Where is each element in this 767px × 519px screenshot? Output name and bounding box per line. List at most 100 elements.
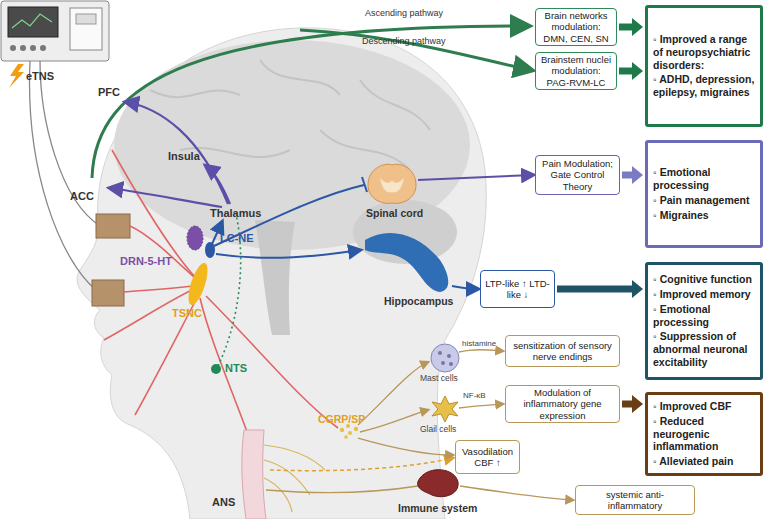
flow-arrow bbox=[619, 62, 643, 80]
flow-arrow bbox=[557, 280, 643, 298]
locus-coeruleus-projection bbox=[216, 250, 360, 258]
trigeminal-nerve bbox=[206, 296, 338, 428]
locus-coeruleus-projection bbox=[362, 177, 367, 192]
brain-shape bbox=[114, 40, 470, 335]
mechanism-box: sensitization of sensory nerve endings bbox=[505, 335, 620, 367]
ascending-pathway bbox=[92, 26, 528, 178]
nucleus-label: TSNC bbox=[172, 307, 202, 319]
hippocampus-shape bbox=[365, 233, 478, 292]
etns-device bbox=[10, 45, 16, 51]
flow-arrow bbox=[622, 395, 643, 413]
arrow-shaft bbox=[622, 401, 633, 408]
etns-device bbox=[20, 45, 26, 51]
cgrp-release bbox=[358, 362, 428, 425]
flow-arrow bbox=[619, 18, 643, 36]
region-label: Thalamus bbox=[210, 207, 261, 219]
brain-shape bbox=[150, 60, 430, 170]
spinal-column-ans bbox=[270, 458, 453, 471]
region-label: Hippocampus bbox=[384, 296, 453, 308]
mast-cell bbox=[431, 344, 503, 372]
bullet-item: ◦ Pain management bbox=[653, 194, 755, 207]
cgrp-release bbox=[360, 410, 428, 432]
bullet-item: ◦ Improved memory bbox=[653, 288, 755, 301]
etns-device bbox=[30, 45, 36, 51]
bullet-item: ◦ Alleviated pain bbox=[653, 455, 755, 468]
thalamic-projection bbox=[126, 102, 228, 204]
flow-arrow bbox=[622, 166, 643, 184]
mechanism-box: Modulation of inflammatory gene expressi… bbox=[505, 385, 620, 423]
thalamic-projection bbox=[206, 166, 230, 204]
cell-label: Mast cells bbox=[420, 374, 458, 383]
spleen-symbol bbox=[418, 470, 573, 500]
arrow-head bbox=[632, 395, 643, 413]
mediator-label: histamine bbox=[462, 340, 496, 349]
box-text: Vasodilation CBF ↑ bbox=[459, 446, 516, 469]
mast-cell bbox=[441, 361, 445, 365]
spleen-symbol bbox=[418, 470, 459, 497]
cgrp-release bbox=[354, 427, 358, 431]
box-text: Brain networks modulation: DMN, CEN, SN bbox=[539, 10, 613, 44]
head-silhouette bbox=[77, 28, 486, 519]
spinal-column-ans bbox=[264, 445, 325, 512]
bullet-item: ◦ Cognitive function bbox=[653, 273, 755, 286]
brainstem-nuclei bbox=[205, 242, 215, 258]
box-text: Brainstem nuclei modulation: PAG-RVM-LC bbox=[539, 54, 613, 88]
network-box: Brainstem nuclei modulation: PAG-RVM-LC bbox=[535, 52, 617, 90]
cgrp-release bbox=[344, 435, 348, 439]
outcome-box: ◦ Improved a range of neuropsychiatric d… bbox=[645, 5, 763, 127]
etns-device bbox=[9, 64, 24, 88]
spinal-cord-section bbox=[368, 164, 533, 203]
thalamic-projection bbox=[110, 102, 230, 207]
network-box: Brain networks modulation: DMN, CEN, SN bbox=[535, 8, 617, 46]
region-label: ACC bbox=[70, 190, 94, 202]
region-label: Insula bbox=[168, 150, 200, 162]
etns-device bbox=[40, 45, 46, 51]
cgrp-release bbox=[348, 431, 352, 435]
brainstem-nuclei bbox=[211, 364, 221, 374]
head-silhouette bbox=[77, 28, 486, 519]
box-text: LTP-like ↑ LTD-like ↓ bbox=[484, 278, 551, 301]
bullet-item: ◦ Emotional processing bbox=[653, 166, 755, 192]
hippocampus-shape bbox=[452, 286, 478, 289]
etns-device bbox=[8, 7, 58, 37]
box-text: systemic anti-inflammatory bbox=[579, 489, 691, 512]
electrode-wires bbox=[30, 61, 96, 290]
electrode-wires bbox=[40, 61, 100, 226]
mediator-label: CGRP/SP bbox=[318, 414, 365, 426]
brainstem-nuclei bbox=[187, 226, 203, 250]
electrode-wires bbox=[30, 61, 100, 290]
bullet-item: ◦ Improved a range of neuropsychiatric d… bbox=[653, 33, 755, 71]
glial-cell bbox=[432, 396, 458, 422]
system-label: ANS bbox=[212, 496, 235, 508]
bullet-item: ◦ Migraines bbox=[653, 209, 755, 222]
outcome-box: ◦ Emotional processing ◦ Pain management ◦… bbox=[645, 140, 763, 248]
mast-cell bbox=[447, 354, 451, 358]
electrode-pad bbox=[96, 214, 130, 238]
hippocampus-shape bbox=[365, 233, 448, 292]
mechanism-box: Pain Modulation; Gate Control Theory bbox=[535, 155, 620, 195]
etns-device bbox=[12, 14, 52, 28]
nucleus-label: NTS bbox=[225, 362, 247, 374]
brainstem-nuclei bbox=[185, 226, 221, 374]
spinal-cord-section bbox=[418, 175, 533, 180]
mechanism-box: systemic anti-inflammatory bbox=[575, 485, 695, 515]
nucleus-label: LC-NE bbox=[220, 232, 254, 244]
etns-device bbox=[70, 8, 102, 50]
trigeminal-nerve bbox=[200, 298, 250, 440]
bullet-item: ◦ Improved CBF bbox=[653, 400, 755, 413]
system-label: Immune system bbox=[398, 503, 477, 515]
box-text: Pain Modulation; Gate Control Theory bbox=[539, 158, 616, 192]
ascending-pathway bbox=[300, 30, 531, 70]
trigeminal-nerve bbox=[104, 150, 338, 440]
pathway-label: Ascending pathway bbox=[365, 9, 443, 19]
cgrp-release bbox=[340, 428, 344, 432]
spinal-cord-section bbox=[380, 178, 404, 192]
pathway-label: Descending pathway bbox=[362, 37, 446, 47]
etns-device bbox=[1, 1, 109, 88]
etns-device bbox=[76, 14, 96, 24]
spinal-column-ans bbox=[266, 486, 418, 493]
outcome-box: ◦ Cognitive function◦ Improved memory◦ E… bbox=[645, 262, 763, 380]
thalamic-projection bbox=[110, 188, 222, 207]
bullet-item: ◦ Reduced neurogenic inflammation bbox=[653, 415, 755, 453]
